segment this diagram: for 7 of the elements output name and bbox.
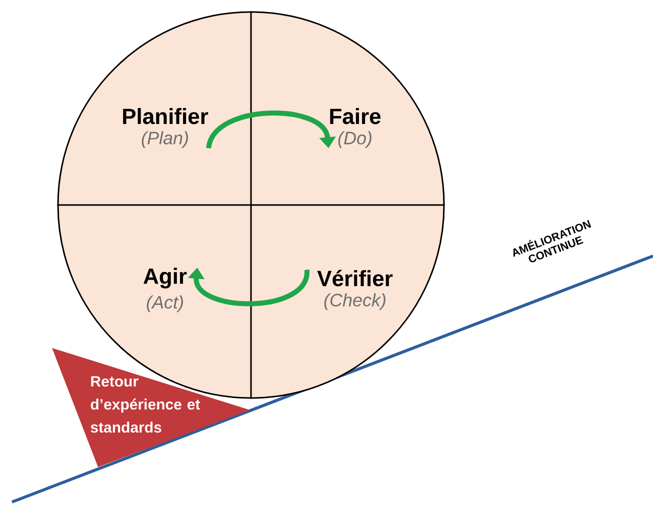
feedback-triangle: Retour d’expérience et standards: [52, 348, 250, 467]
circle-diagram: [57, 11, 445, 399]
quadrant-label: Planifier (Plan): [123, 108, 208, 148]
cycle-arrow: [206, 110, 336, 149]
quadrant-label: Faire (Do): [330, 108, 381, 148]
quadrant-label: Agir (Act): [144, 268, 187, 312]
quadrant-label: Vérifier (Check): [317, 270, 393, 310]
